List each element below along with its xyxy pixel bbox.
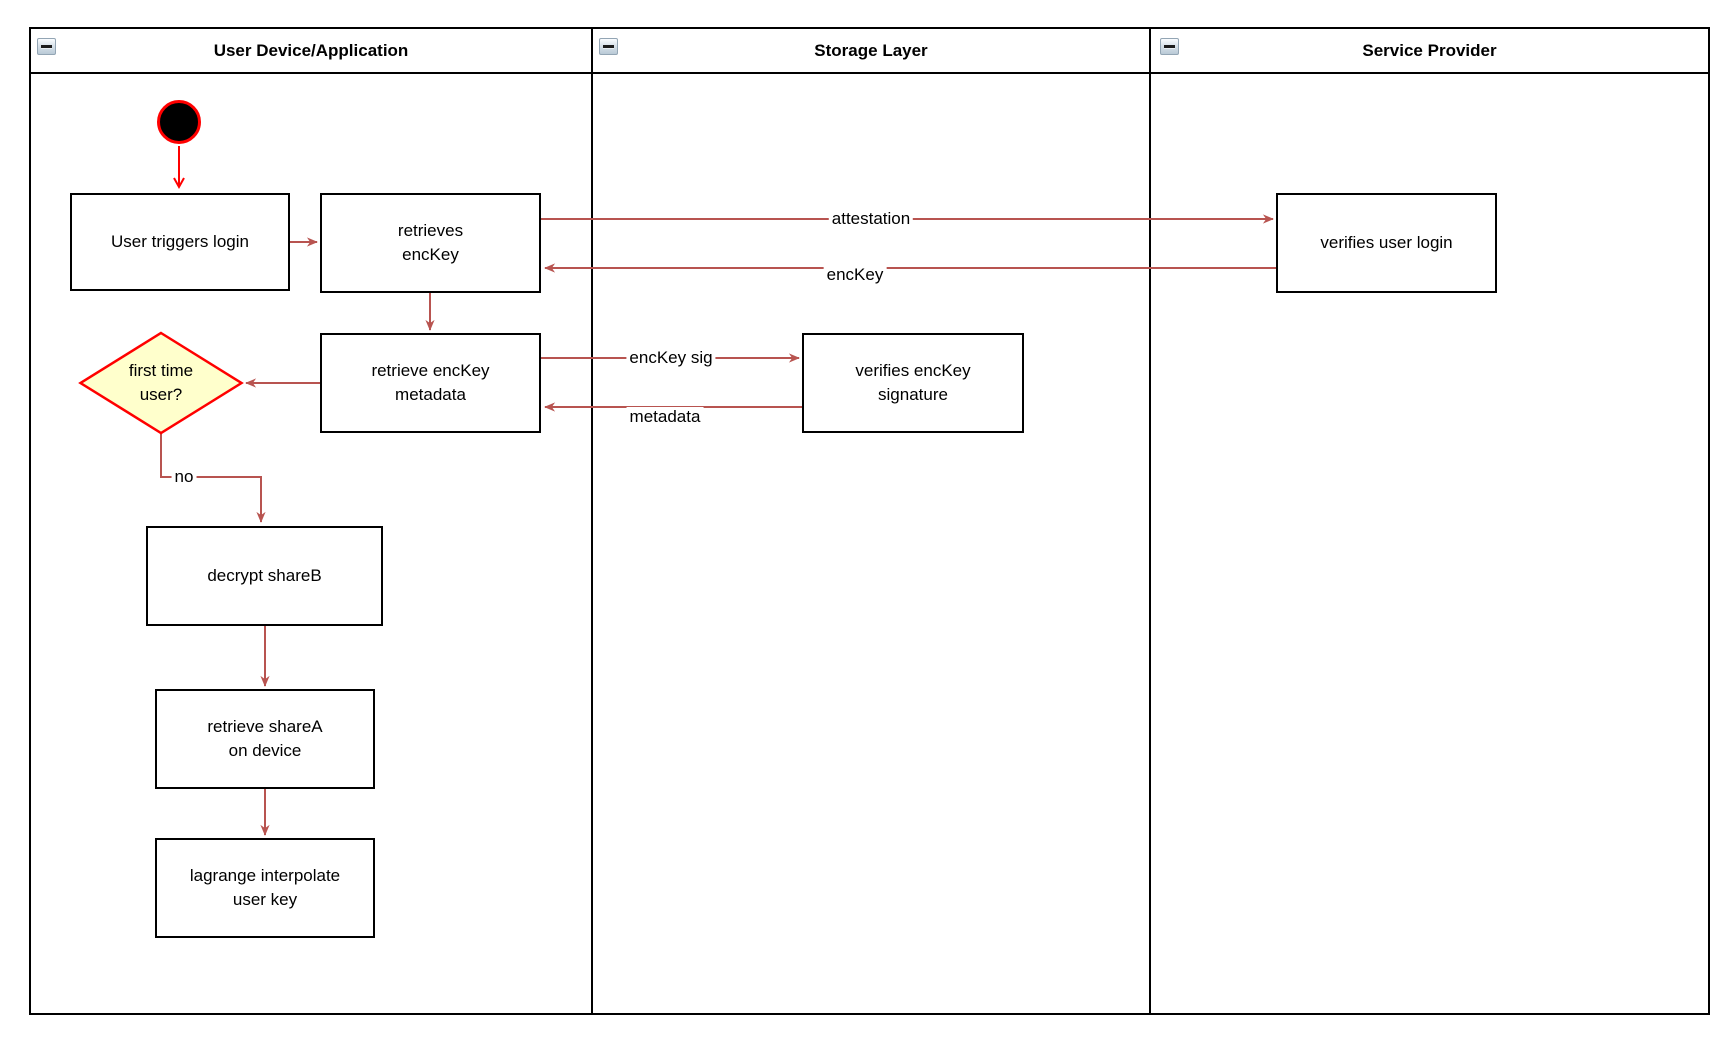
- edge-label-attestation[interactable]: attestation: [828, 209, 914, 229]
- node-verifies-enckey-signature[interactable]: verifies encKey signature: [802, 333, 1024, 433]
- edge-label-enckey-sig[interactable]: encKey sig: [626, 348, 716, 368]
- node-retrieve-sharea[interactable]: retrieve shareA on device: [155, 689, 375, 789]
- node-label: User triggers login: [111, 232, 249, 251]
- node-label: verifies encKey signature: [855, 361, 971, 404]
- node-label: decrypt shareB: [207, 566, 322, 585]
- node-label: lagrange interpolate user key: [189, 866, 341, 909]
- collapse-button-user-device[interactable]: [37, 38, 56, 55]
- start-node[interactable]: [157, 100, 201, 144]
- collapse-button-storage-layer[interactable]: [599, 38, 618, 55]
- swimlane-pool: [29, 27, 1710, 1015]
- lane-header-storage-layer[interactable]: Storage Layer: [593, 29, 1149, 72]
- lane-title-service-provider: Service Provider: [1362, 40, 1497, 60]
- lane-divider-2: [1149, 27, 1151, 1015]
- minus-icon: [1164, 44, 1175, 49]
- lane-header-service-provider[interactable]: Service Provider: [1151, 29, 1708, 72]
- decision-label: first time user?: [128, 361, 194, 404]
- node-label: retrieve encKey metadata: [371, 361, 490, 404]
- minus-icon: [41, 44, 52, 49]
- edge-label-no[interactable]: no: [171, 467, 197, 487]
- lane-divider-1: [591, 27, 593, 1015]
- node-retrieves-enckey[interactable]: retrieves encKey: [320, 193, 541, 293]
- decision-diamond[interactable]: [78, 331, 244, 435]
- node-retrieve-enckey-metadata[interactable]: retrieve encKey metadata: [320, 333, 541, 433]
- lane-title-user-device: User Device/Application: [213, 40, 409, 60]
- node-label: retrieves encKey: [397, 221, 464, 264]
- node-label: retrieve shareA on device: [207, 717, 323, 760]
- lane-header-divider: [29, 72, 1710, 74]
- node-user-triggers-login[interactable]: User triggers login: [70, 193, 290, 291]
- node-label: verifies user login: [1320, 233, 1453, 252]
- node-lagrange-interpolate[interactable]: lagrange interpolate user key: [155, 838, 375, 938]
- lane-title-storage-layer: Storage Layer: [814, 40, 928, 60]
- collapse-button-service-provider[interactable]: [1160, 38, 1179, 55]
- edge-label-enckey[interactable]: encKey: [823, 265, 887, 285]
- edge-decision-no[interactable]: [160, 433, 266, 523]
- node-verifies-user-login[interactable]: verifies user login: [1276, 193, 1497, 293]
- node-decrypt-shareb[interactable]: decrypt shareB: [146, 526, 383, 626]
- lane-header-user-device[interactable]: User Device/Application: [31, 29, 591, 72]
- minus-icon: [603, 44, 614, 49]
- edge-label-metadata[interactable]: metadata: [626, 407, 704, 427]
